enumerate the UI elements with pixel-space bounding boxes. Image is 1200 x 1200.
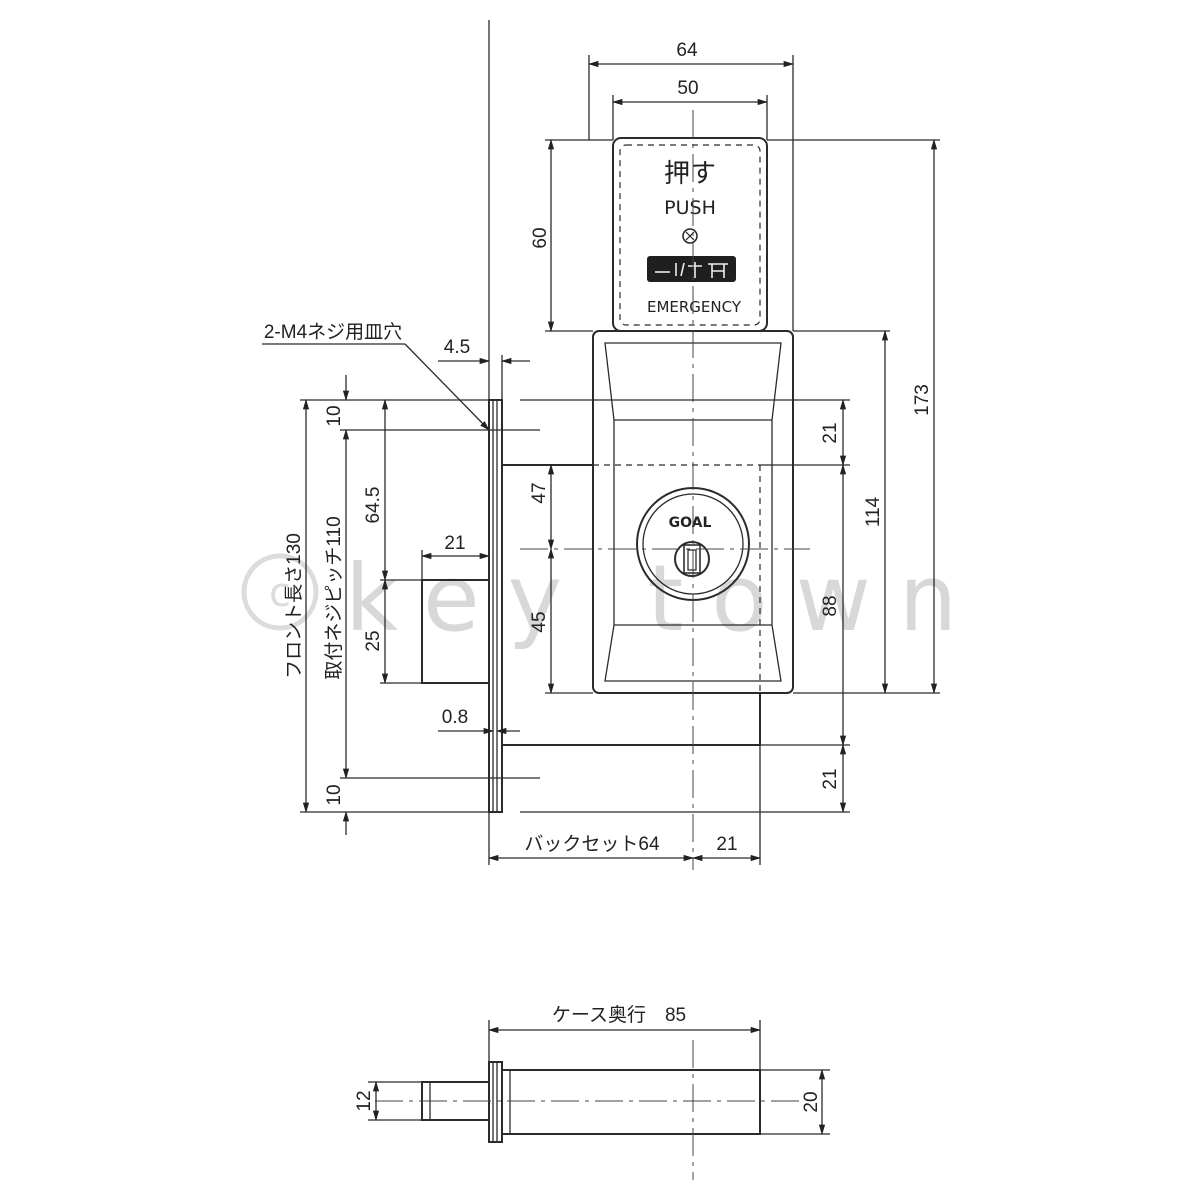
- emergency-label-plate: [647, 256, 736, 282]
- svg-text:50: 50: [677, 78, 698, 99]
- svg-text:21: 21: [444, 533, 465, 554]
- svg-text:21: 21: [820, 422, 841, 443]
- dim-4-5: 4.5: [438, 337, 530, 400]
- front-length-label: フロント長さ130: [284, 533, 305, 679]
- svg-text:25: 25: [363, 630, 384, 651]
- dim-47-45: 47 45: [529, 463, 593, 695]
- svg-text:64.5: 64.5: [363, 487, 384, 524]
- watermark-text: key town: [345, 545, 985, 652]
- thumbturn-stub: [421, 579, 490, 684]
- svg-text:21: 21: [820, 768, 841, 789]
- svg-text:173: 173: [912, 384, 933, 416]
- svg-text:114: 114: [863, 496, 884, 527]
- panel-title-jp: 押す: [664, 159, 716, 189]
- dim-60: 60: [530, 138, 613, 333]
- watermark: c key town: [241, 545, 985, 652]
- panel-push-text: PUSH: [664, 197, 716, 219]
- mount-pitch-label: 取付ネジピッチ110: [323, 516, 345, 679]
- panel-emergency-text: EMERGENCY: [647, 298, 742, 316]
- svg-text:0.8: 0.8: [442, 707, 468, 728]
- case-body: [502, 464, 761, 746]
- bottom-view: [375, 1040, 800, 1180]
- svg-text:45: 45: [529, 611, 550, 632]
- dim-0-8: 0.8: [438, 707, 520, 735]
- svg-text:60: 60: [530, 227, 551, 248]
- svg-text:10: 10: [324, 784, 345, 805]
- dim-114: 114: [793, 329, 890, 695]
- svg-text:c: c: [269, 570, 291, 616]
- backset-label: バックセット64: [524, 833, 660, 855]
- dim-12: 12: [354, 1080, 422, 1122]
- svg-text:20: 20: [801, 1091, 822, 1112]
- dim-64-top: 64: [587, 40, 795, 331]
- emergency-panel: 押す PUSH EMERGENCY: [612, 137, 768, 332]
- dim-right-stack: 21 88 21: [520, 398, 850, 814]
- screw-hole-note: 2-M4ネジ用皿穴: [262, 321, 490, 431]
- svg-text:88: 88: [820, 595, 841, 616]
- svg-text:47: 47: [529, 482, 550, 503]
- svg-text:21: 21: [716, 834, 737, 855]
- dim-173: 173: [767, 138, 940, 695]
- svg-text:64: 64: [676, 40, 698, 61]
- dim-21-knob: 21: [420, 533, 491, 580]
- screw-icon: [682, 228, 698, 244]
- dim-50-top: 50: [611, 78, 769, 140]
- dim-left-stack: 10 64.5 25 10 フロント長さ130 取付ネジピッチ110: [284, 375, 540, 835]
- svg-text:4.5: 4.5: [444, 337, 470, 358]
- cylinder-logo: GOAL: [669, 515, 712, 531]
- dim-20: 20: [760, 1068, 830, 1136]
- svg-text:10: 10: [324, 405, 345, 426]
- dim-backset: バックセット64 21: [487, 745, 762, 865]
- dim-case-depth: ケース奥行 85: [487, 1004, 762, 1070]
- svg-text:2-M4ネジ用皿穴: 2-M4ネジ用皿穴: [264, 321, 402, 343]
- svg-text:12: 12: [354, 1090, 375, 1111]
- keyhole-icon: [674, 541, 710, 577]
- case-depth-label: ケース奥行 85: [552, 1004, 686, 1026]
